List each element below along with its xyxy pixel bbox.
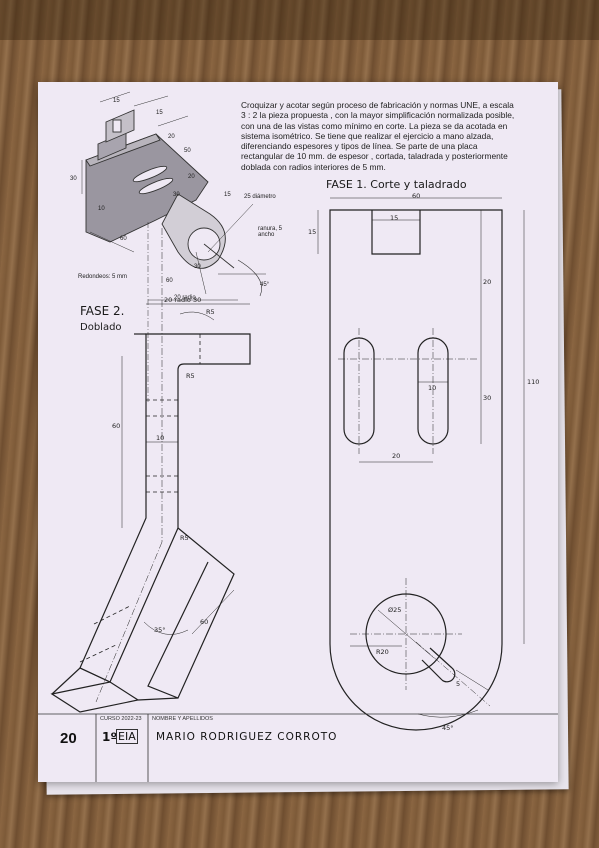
iso-dim-label: 45° [260, 282, 270, 288]
footer-frame [38, 713, 558, 782]
course-label: CURSO 2022-23 [100, 716, 142, 722]
p2-dim-label: 10 [156, 434, 165, 442]
iso-dim-label: 20 [188, 174, 195, 180]
iso-dim-label: 15 [113, 98, 120, 104]
p1-dim-label: 45° [442, 724, 454, 732]
wood-shadow [0, 0, 599, 40]
iso-dim-label: 30 [194, 264, 201, 270]
group-value: EIA [116, 729, 138, 744]
iso-dim-label: 50 [184, 148, 191, 154]
p1-dim-label: 15 [308, 228, 317, 236]
isometric-drawing [81, 91, 266, 402]
student-name: MARIO RODRIGUEZ CORROTO [156, 731, 338, 743]
p1-dim-label: 15 [390, 214, 399, 222]
iso-dim-label: 15 [224, 192, 231, 198]
iso-dim-label: 10 [98, 206, 105, 212]
p1-dim-label: 5 [456, 680, 461, 688]
iso-dim-label: 30 [70, 176, 77, 182]
p1-dim-label: 20 [483, 278, 492, 286]
iso-dim-label: 25 diámetro [244, 194, 276, 200]
p2-dim-label: 20 radio 30 [164, 296, 202, 304]
phase1-title: FASE 1. Corte y taladrado [326, 178, 467, 191]
p1-dim-label: 30 [483, 394, 492, 402]
p2-dim-label: 60 [112, 422, 121, 430]
iso-note: Redondeos: 5 mm [78, 274, 128, 280]
iso-dim-label: 60 [166, 278, 173, 284]
p2-dim-label: 60 [200, 618, 209, 626]
p2-dim-label: R5 [206, 308, 215, 316]
p1-dim-label: R20 [376, 648, 389, 656]
p1-dim-label: Ø25 [388, 606, 402, 614]
iso-dim-label: 60 [120, 236, 127, 242]
course-value: 1º [102, 730, 118, 744]
p1-dim-label: 110 [527, 378, 540, 386]
iso-dim-label: 20 [168, 134, 175, 140]
phase2-title: FASE 2. [80, 304, 125, 318]
p2-dim-label: 35° [154, 626, 166, 634]
phase2-drawing [50, 228, 251, 713]
phase1-drawing [317, 197, 525, 731]
p1-dim-label: 60 [412, 192, 421, 200]
iso-dim-label: ranura, 5 ancho [258, 226, 283, 238]
iso-dim-label: 30 [173, 192, 180, 198]
iso-dim-label: 15 [156, 110, 163, 116]
worksheet-page: Croquizar y acotar según proceso de fabr… [38, 82, 558, 782]
p1-dim-label: 20 [392, 452, 401, 460]
p2-dim-label: R5 [180, 534, 189, 542]
page-number: 20 [60, 730, 77, 747]
exercise-instructions: Croquizar y acotar según proceso de fabr… [241, 100, 515, 172]
phase2-subtitle: Doblado [80, 322, 122, 333]
name-label: NOMBRE Y APELLIDOS [152, 716, 213, 722]
iso-dim-label: 20 radio [174, 295, 196, 301]
p1-dim-label: 10 [428, 384, 437, 392]
technical-drawings [38, 91, 558, 782]
p2-dim-label: R5 [186, 372, 195, 380]
